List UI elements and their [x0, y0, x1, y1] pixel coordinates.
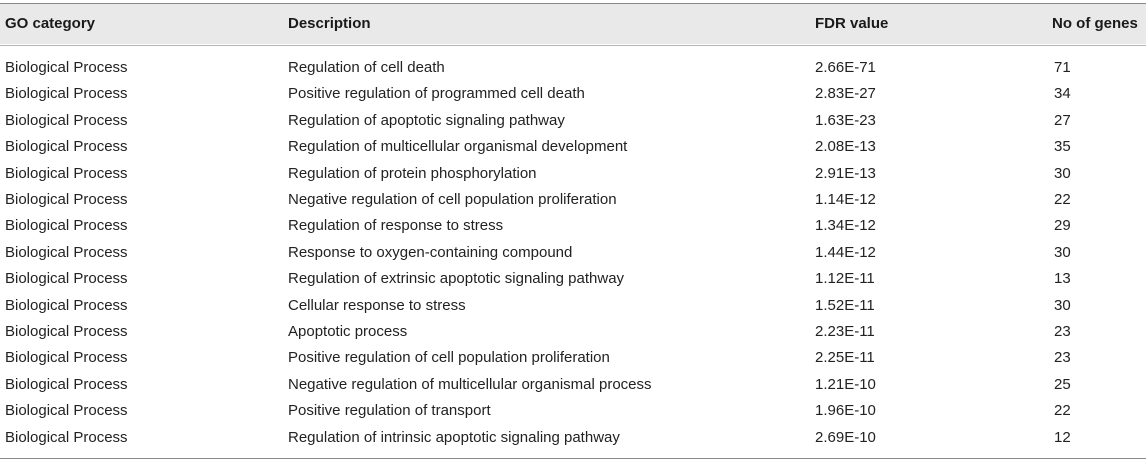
cell-description: Regulation of multicellular organismal d… — [288, 138, 628, 156]
table-row: Biological Process Regulation of apoptoti… — [0, 108, 1146, 134]
cell-fdr-value: 1.14E-12 — [815, 191, 876, 208]
cell-fdr-value: 1.44E-12 — [815, 243, 876, 261]
cell-fdr-value: 1.63E-23 — [815, 111, 876, 129]
cell-description: Regulation of extrinsic apoptotic signal… — [288, 270, 625, 288]
cell-fdr-value: 1.21E-10 — [815, 375, 876, 393]
cell-go-category: Biological Process — [5, 243, 128, 261]
cell-description: Regulation of protein phosphorylation — [288, 164, 537, 182]
header-fdr-value: FDR value — [815, 15, 889, 32]
table-top-rule — [0, 3, 1146, 4]
cell-description: Positive regulation of programmed cell d… — [288, 85, 585, 103]
cell-description: Negative regulation of multicellular org… — [288, 375, 652, 393]
table-row: Biological Process Positive regulation of… — [0, 345, 1146, 371]
cell-no-of-genes: 23 — [1054, 349, 1071, 367]
cell-no-of-genes: 30 — [1054, 296, 1071, 314]
cell-go-category: Biological Process — [5, 349, 128, 367]
table-row: Biological Process Regulation of protein … — [0, 161, 1146, 187]
table-row: Biological Process Apoptotic process 2.23E… — [0, 319, 1146, 345]
cell-go-category: Biological Process — [5, 138, 128, 156]
cell-no-of-genes: 13 — [1054, 270, 1071, 288]
header-no-of-genes: No of genes — [1052, 15, 1138, 32]
table-row: Biological Process Regulation of response… — [0, 213, 1146, 239]
cell-go-category: Biological Process — [5, 375, 128, 393]
table-row: Biological Process Regulation of multicel… — [0, 134, 1146, 160]
cell-fdr-value: 2.69E-10 — [815, 428, 876, 446]
cell-description: Cellular response to stress — [288, 296, 466, 314]
cell-no-of-genes: 27 — [1054, 111, 1071, 129]
cell-fdr-value: 1.34E-12 — [815, 217, 876, 235]
table-row: Biological Process Response to oxygen-con… — [0, 240, 1146, 266]
cell-description: Response to oxygen-containing compound — [288, 243, 573, 261]
header-description: Description — [288, 15, 371, 32]
table-row: Biological Process Positive regulation of… — [0, 81, 1146, 107]
cell-description: Regulation of intrinsic apoptotic signal… — [288, 428, 620, 446]
table-row: Biological Process Regulation of intrinsi… — [0, 425, 1146, 451]
cell-description: Apoptotic process — [288, 323, 408, 340]
cell-go-category: Biological Process — [5, 323, 128, 340]
cell-no-of-genes: 34 — [1054, 85, 1071, 103]
cell-go-category: Biological Process — [5, 191, 128, 208]
cell-fdr-value: 2.08E-13 — [815, 138, 876, 156]
cell-go-category: Biological Process — [5, 217, 128, 235]
cell-no-of-genes: 25 — [1054, 375, 1071, 393]
cell-no-of-genes: 71 — [1054, 59, 1071, 76]
table-header-rule — [0, 45, 1146, 46]
cell-no-of-genes: 30 — [1054, 243, 1071, 261]
table-row: Biological Process Positive regulation of… — [0, 398, 1146, 424]
cell-go-category: Biological Process — [5, 59, 128, 76]
cell-fdr-value: 2.83E-27 — [815, 85, 876, 103]
cell-description: Positive regulation of transport — [288, 402, 491, 420]
table-header-row: GO category Description FDR value No of … — [0, 4, 1146, 44]
cell-description: Negative regulation of cell population p… — [288, 191, 617, 208]
cell-no-of-genes: 35 — [1054, 138, 1071, 156]
cell-fdr-value: 2.91E-13 — [815, 164, 876, 182]
table-row: Biological Process Negative regulation of… — [0, 187, 1146, 213]
cell-fdr-value: 2.25E-11 — [815, 349, 875, 367]
header-go-category: GO category — [5, 15, 96, 32]
cell-no-of-genes: 29 — [1054, 217, 1071, 235]
cell-go-category: Biological Process — [5, 296, 128, 314]
cell-fdr-value: 1.52E-11 — [815, 296, 875, 314]
cell-go-category: Biological Process — [5, 428, 128, 446]
cell-fdr-value: 1.12E-11 — [815, 270, 875, 288]
cell-go-category: Biological Process — [5, 402, 128, 420]
cell-fdr-value: 2.23E-11 — [815, 323, 875, 340]
cell-no-of-genes: 30 — [1054, 164, 1071, 182]
cell-description: Regulation of response to stress — [288, 217, 504, 235]
table-row: Biological Process Regulation of cell dea… — [0, 55, 1146, 81]
cell-no-of-genes: 22 — [1054, 402, 1071, 420]
cell-fdr-value: 1.96E-10 — [815, 402, 876, 420]
table-row: Biological Process Regulation of extrinsi… — [0, 266, 1146, 292]
cell-no-of-genes: 12 — [1054, 428, 1071, 446]
cell-description: Regulation of apoptotic signaling pathwa… — [288, 111, 565, 129]
cell-fdr-value: 2.66E-71 — [815, 59, 876, 76]
cell-description: Positive regulation of cell population p… — [288, 349, 610, 367]
table-row: Biological Process Negative regulation of… — [0, 372, 1146, 398]
cell-no-of-genes: 22 — [1054, 191, 1071, 208]
cell-no-of-genes: 23 — [1054, 323, 1071, 340]
cell-go-category: Biological Process — [5, 85, 128, 103]
cell-go-category: Biological Process — [5, 111, 128, 129]
cell-description: Regulation of cell death — [288, 59, 445, 76]
cell-go-category: Biological Process — [5, 270, 128, 288]
table-bottom-rule — [0, 458, 1146, 459]
cell-go-category: Biological Process — [5, 164, 128, 182]
table-row: Biological Process Cellular response to s… — [0, 293, 1146, 319]
